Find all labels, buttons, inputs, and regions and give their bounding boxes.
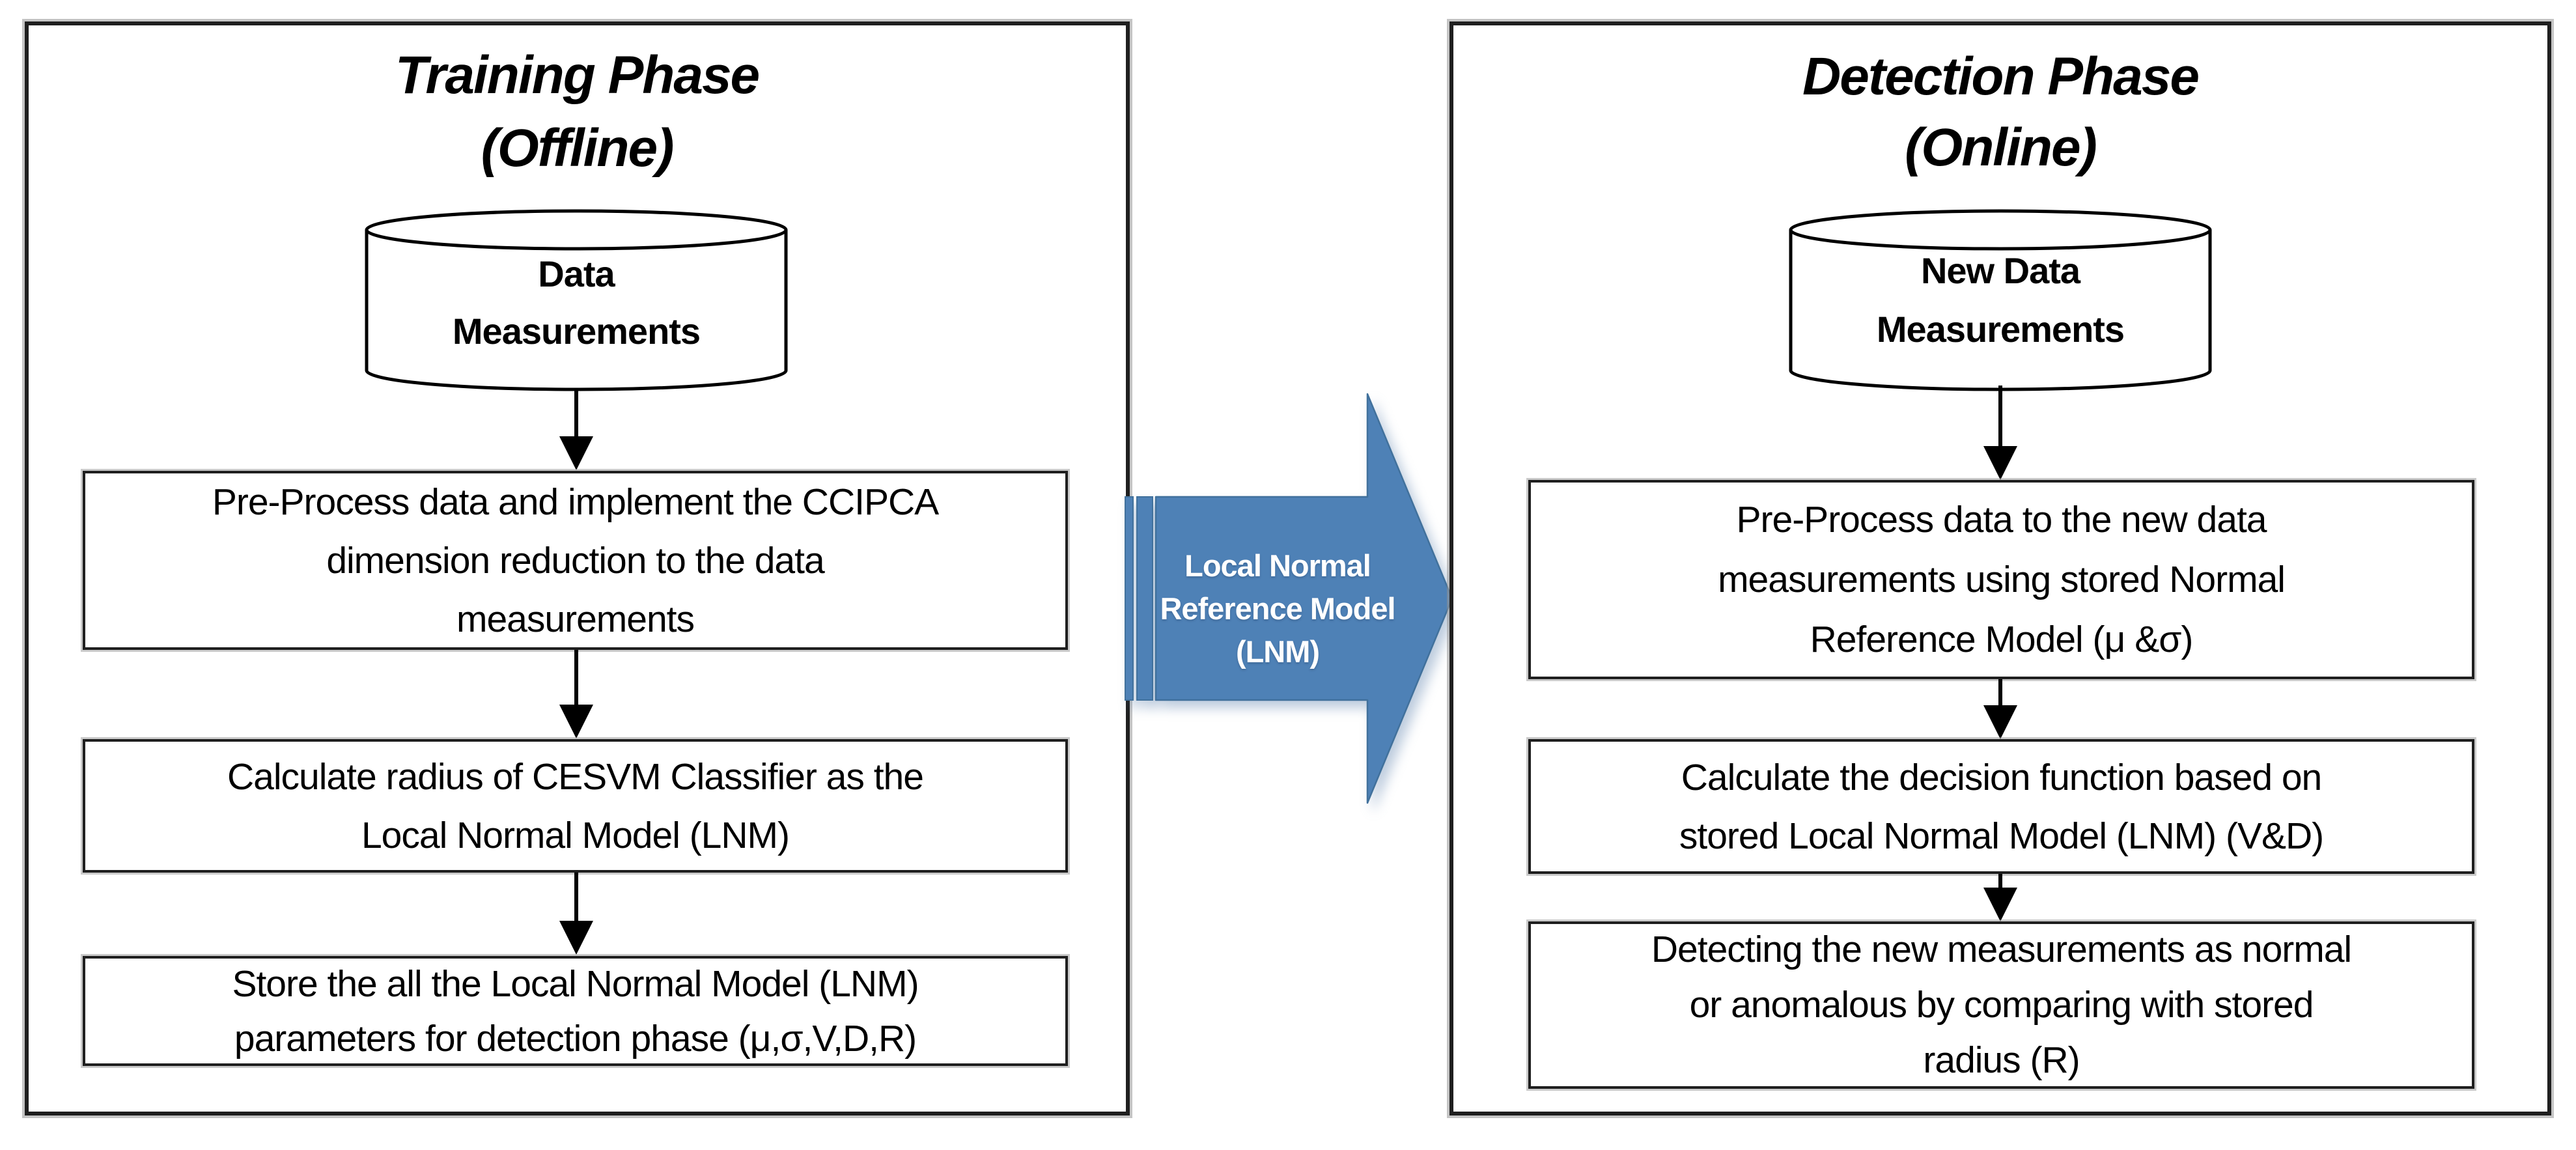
flow-arrow-line bbox=[1998, 386, 2002, 449]
flow-arrow-head bbox=[559, 921, 593, 955]
training-step-preprocess-box: Pre-Process data and implement the CCIPC… bbox=[81, 469, 1070, 652]
new-data-store-label-line2: Measurements bbox=[1876, 309, 2125, 350]
flow-arrow-line bbox=[574, 650, 578, 708]
flow-arrow-line bbox=[1998, 679, 2002, 708]
training-step-calculate-box: Calculate radius of CESVM Classifier as … bbox=[81, 737, 1070, 875]
flow-arrow-head bbox=[1983, 888, 2017, 921]
training-phase-subtitle: (Offline) bbox=[481, 119, 675, 178]
box-text-line: Local Normal Model (LNM) bbox=[361, 814, 790, 856]
box-text-line: Calculate the decision function based on bbox=[1681, 756, 2323, 798]
flow-arrow-head bbox=[1983, 705, 2017, 739]
detection-step-preprocess-box: Pre-Process data to the new data measure… bbox=[1526, 478, 2476, 681]
data-store-label-line2: Measurements bbox=[452, 311, 701, 352]
box-text-line: radius (R) bbox=[1923, 1039, 2080, 1081]
database-cylinder-icon bbox=[1789, 209, 2212, 391]
box-text-line: Calculate radius of CESVM Classifier as … bbox=[227, 755, 924, 798]
detection-step-decision-box: Calculate the decision function based on… bbox=[1526, 737, 2476, 876]
database-cylinder-icon bbox=[365, 209, 788, 391]
box-text-line: dimension reduction to the data bbox=[326, 539, 824, 582]
detection-phase-subtitle: (Online) bbox=[1905, 118, 2097, 177]
box-text-line: Reference Model (μ &σ) bbox=[1810, 619, 2194, 660]
flow-arrow-line bbox=[574, 389, 578, 439]
data-store-label-line1: Data bbox=[538, 253, 615, 294]
new-data-store-label-line1: New Data bbox=[1920, 250, 2080, 291]
box-text-line: measurements using stored Normal bbox=[1718, 559, 2286, 600]
training-step-store-box: Store the all the Local Normal Model (LN… bbox=[81, 954, 1070, 1068]
box-text-line: stored Local Normal Model (LNM) (V&D) bbox=[1679, 815, 2324, 857]
box-text-line: or anomalous by comparing with stored bbox=[1689, 984, 2314, 1026]
box-text-line: Detecting the new measurements as normal bbox=[1651, 929, 2352, 970]
detection-phase-title: Detection Phase bbox=[1802, 47, 2200, 106]
box-text-line: measurements bbox=[456, 598, 695, 640]
connector-label-line: Reference Model bbox=[1160, 591, 1395, 626]
training-phase-title: Training Phase bbox=[395, 46, 760, 105]
connector-label: Local Normal Reference Model (LNM) bbox=[1134, 544, 1421, 673]
detection-step-detect-box: Detecting the new measurements as normal… bbox=[1526, 919, 2476, 1091]
connector-label-line: Local Normal bbox=[1184, 548, 1371, 583]
flow-arrow-head bbox=[559, 705, 593, 738]
box-text-line: Store the all the Local Normal Model (LN… bbox=[232, 962, 919, 1005]
striped-right-arrow bbox=[1125, 393, 1453, 804]
box-text-line: Pre-Process data and implement the CCIPC… bbox=[212, 481, 939, 523]
flow-arrow-head bbox=[1983, 446, 2017, 480]
flow-arrow-line bbox=[574, 873, 578, 925]
connector-label-line: (LNM) bbox=[1235, 634, 1320, 669]
flow-arrow-line bbox=[1998, 874, 2002, 891]
flow-arrow-head bbox=[559, 436, 593, 470]
box-text-line: Pre-Process data to the new data bbox=[1736, 499, 2267, 540]
box-text-line: parameters for detection phase (μ,σ,V,D,… bbox=[234, 1017, 917, 1059]
